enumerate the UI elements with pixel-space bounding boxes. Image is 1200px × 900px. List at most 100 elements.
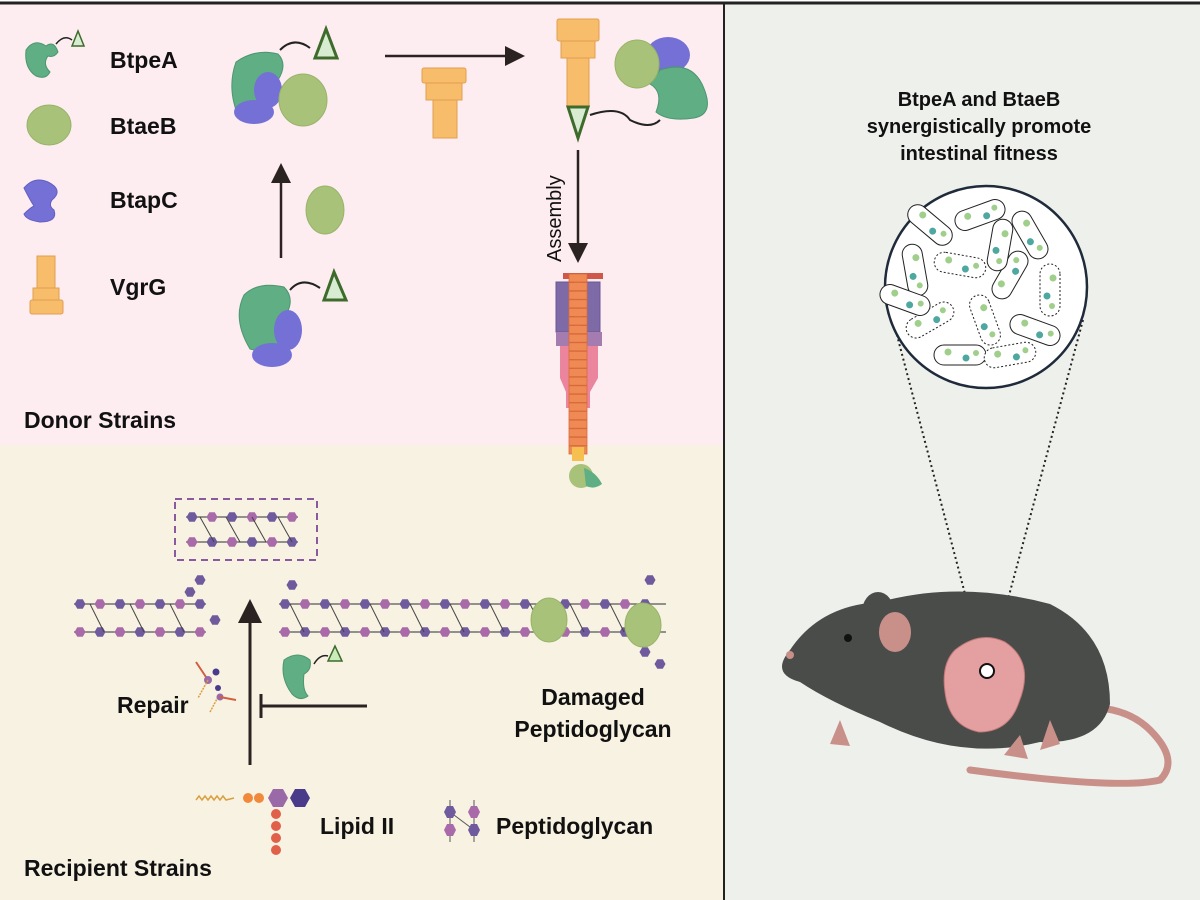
sugar-unit [359, 627, 371, 637]
bacterium [954, 199, 1006, 231]
crosslink [289, 603, 305, 633]
sugar-unit [319, 627, 331, 637]
bacterium [983, 341, 1037, 369]
crosslink [489, 603, 505, 633]
tube-segment [568, 350, 588, 360]
lipid-ii-icon [195, 789, 310, 855]
crosslink [169, 603, 185, 633]
peptidoglycan-label: Peptidoglycan [496, 813, 653, 839]
intact-peptidoglycan-box [174, 498, 318, 561]
tube-segment [568, 368, 588, 378]
vgrg-protein [421, 67, 467, 139]
sugar-unit [74, 599, 86, 609]
sugar-unit [194, 627, 206, 637]
bacterium [969, 294, 1001, 346]
sugar-unit [619, 599, 631, 609]
donor-panel [0, 4, 724, 445]
sugar-unit [419, 599, 431, 609]
tube-segment [568, 393, 588, 403]
legend-vgrg-label: VgrG [110, 274, 166, 300]
sugar-unit [359, 599, 371, 609]
sugar-unit [174, 599, 186, 609]
tube-segment [568, 436, 588, 446]
right-title-line3: intestinal fitness [900, 143, 1058, 165]
right-title-line1: BtpeA and BtaeB [898, 89, 1061, 111]
crosslink [129, 603, 145, 633]
sugar-unit [399, 599, 411, 609]
sugar-unit [459, 599, 471, 609]
tube-segment [568, 273, 588, 283]
crosslink [609, 603, 625, 633]
tube-segment [568, 359, 588, 369]
sugar-unit [599, 599, 611, 609]
sugar-unit [639, 647, 651, 657]
lipid-ii-label: Lipid II [320, 813, 394, 839]
crosslink [449, 603, 465, 633]
sugar-unit [519, 599, 531, 609]
sugar-unit [439, 627, 451, 637]
vgrg-icon [29, 255, 64, 315]
sugar-unit [154, 599, 166, 609]
legend-vgrg: VgrG [29, 255, 166, 315]
btpea-btaeb-btapc-complex [231, 24, 340, 127]
sugar-unit [184, 587, 196, 597]
legend-btaeb: BtaeB [26, 104, 176, 146]
donor-strains-title: Donor Strains [24, 407, 176, 433]
tube-segment [568, 282, 588, 292]
sugar-unit [654, 659, 666, 669]
tube-segment [568, 290, 588, 300]
tube-segment [568, 419, 588, 429]
sugar-unit [286, 512, 298, 522]
btapc-protein-icon [23, 179, 58, 223]
sugar-unit [209, 615, 221, 625]
crosslink [89, 603, 105, 633]
btaeb-protein-icon [26, 104, 72, 146]
tube-segment [568, 333, 588, 343]
crosslink [329, 603, 345, 633]
crosslink [409, 603, 425, 633]
btaeb-protein [305, 185, 345, 235]
bacterium [986, 218, 1014, 272]
crosslink [225, 516, 241, 543]
sugar-unit [644, 575, 656, 585]
legend-btapc-label: BtapC [110, 187, 178, 213]
bacterium [1039, 263, 1061, 317]
tube-segment [568, 402, 588, 412]
btaeb-on-peptidoglycan [530, 597, 568, 643]
sugar-unit [579, 599, 591, 609]
recipient-panel [0, 445, 724, 900]
sugar-unit [246, 537, 258, 547]
sugar-unit [319, 599, 331, 609]
sugar-unit [186, 512, 198, 522]
sugar-unit [114, 627, 126, 637]
sugar-unit [194, 599, 206, 609]
sugar-unit [114, 599, 126, 609]
sugar-unit [74, 627, 86, 637]
crosslink [369, 603, 385, 633]
sugar-unit [279, 599, 291, 609]
sugar-unit [286, 580, 298, 590]
bacterium [1011, 210, 1049, 260]
damaged-label-line1: Damaged [541, 684, 645, 710]
inner-tube [568, 273, 588, 455]
sugar-unit [599, 627, 611, 637]
sugar-unit [279, 627, 291, 637]
gut-location-marker [979, 663, 995, 679]
loaded-vgrg-complex [556, 18, 708, 143]
mouse-illustration [782, 591, 1172, 787]
sugar-unit [339, 599, 351, 609]
btpea-effector [282, 644, 344, 700]
tube-segment [568, 325, 588, 335]
t6ss-apparatus [555, 273, 603, 488]
tube-segment [568, 385, 588, 395]
tube-segment [568, 376, 588, 386]
peptidoglycan-legend-icon [444, 800, 480, 842]
sugar-unit [299, 599, 311, 609]
btpea-protein-icon [25, 42, 59, 78]
triangle-effector-icon [70, 28, 86, 47]
crosslink [199, 516, 215, 543]
sugar-unit [479, 627, 491, 637]
sugar-unit [206, 512, 218, 522]
inhibition-symbol [259, 694, 367, 718]
